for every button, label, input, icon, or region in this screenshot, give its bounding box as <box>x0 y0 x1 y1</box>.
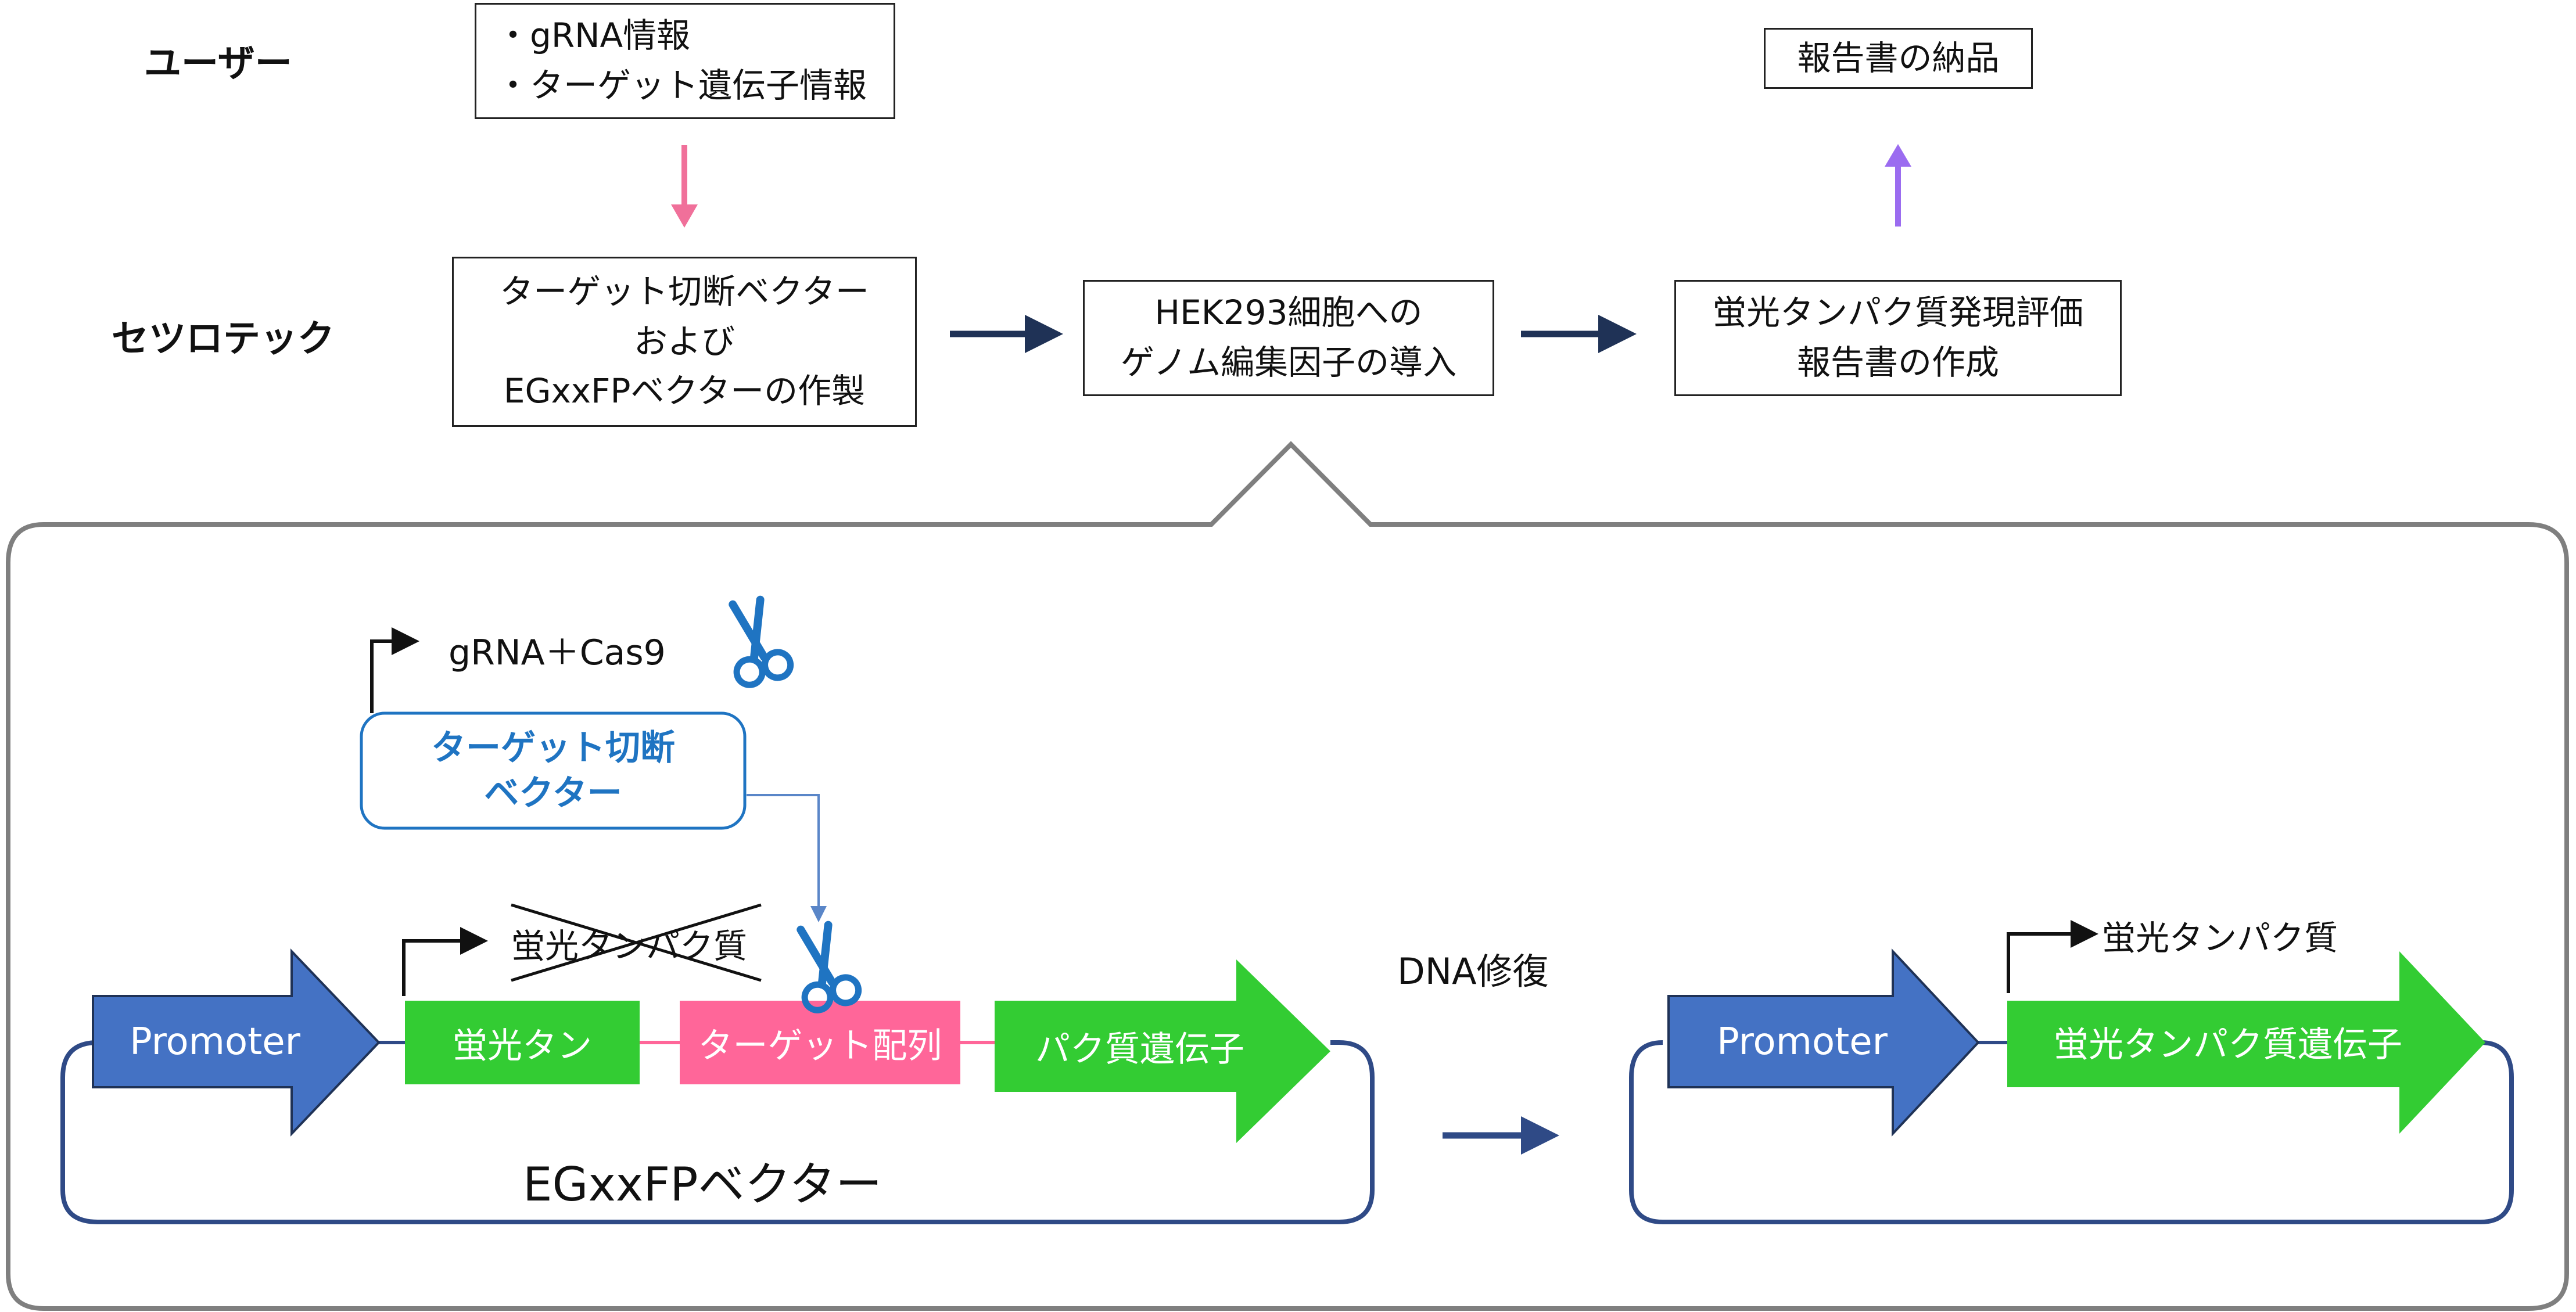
strike-line-2 <box>511 903 762 982</box>
row-label-company: セツロテック <box>112 318 335 361</box>
step3-line-1: 蛍光タンパク質発現評価 <box>1712 293 2083 333</box>
user-input-line-1: ・gRNA情報 <box>496 16 691 56</box>
egxxfp-label: EGxxFPベクター <box>523 1158 882 1212</box>
grna-cas9-label: gRNA＋Cas9 <box>449 632 666 673</box>
detail-panel <box>6 441 2569 1311</box>
crossed-out-label: 蛍光タンパク質 <box>511 926 748 966</box>
row-label-user: ユーザー <box>144 42 292 85</box>
step2-line-1: HEK293細胞への <box>1154 293 1423 333</box>
target-vector-label: ターゲット切断 ベクター <box>361 713 745 828</box>
crossed-promoter-arrow <box>402 927 488 996</box>
green-segment-right-shape <box>995 959 1330 1143</box>
scissors-icon <box>729 595 794 688</box>
pink-segment-label: ターゲット配列 <box>698 1025 942 1066</box>
step2-line-2: ゲノム編集因子の導入 <box>1120 343 1457 382</box>
delivery-box: 報告書の納品 <box>1764 28 2033 89</box>
expression-promoter-arrow <box>2007 920 2098 993</box>
pink-down-arrow-head <box>671 204 698 228</box>
pink-segment-shape <box>680 1001 960 1084</box>
step1-line-2: および <box>633 321 735 361</box>
delivery-label: 報告書の納品 <box>1797 38 2000 78</box>
promoter-right-arrow <box>1667 948 1980 1137</box>
promoter-right-label: Promoter <box>1717 1020 1888 1063</box>
green-segment-left-shape <box>405 1001 640 1084</box>
step2-box: HEK293細胞への ゲノム編集因子の導入 <box>1083 280 1494 396</box>
user-input-box: ・gRNA情報 ・ターゲット遺伝子情報 <box>475 3 895 119</box>
green-full-label: 蛍光タンパク質遺伝子 <box>2054 1025 2402 1065</box>
step1-box: ターゲット切断ベクター および EGxxFPベクターの作製 <box>452 257 917 427</box>
right-plasmid-backbone <box>1629 1040 2514 1224</box>
step1-line-3: EGxxFPベクターの作製 <box>503 371 866 411</box>
green-segment-left-label: 蛍光タン <box>453 1025 592 1066</box>
target-vector-box <box>360 711 747 830</box>
grna-promoter-arrow <box>370 627 419 713</box>
step1-line-1: ターゲット切断ベクター <box>500 271 869 311</box>
expressed-label: 蛍光タンパク質 <box>2102 918 2338 958</box>
cut-connector <box>747 794 827 922</box>
purple-up-arrow-head <box>1885 144 1911 167</box>
dna-repair-label: DNA修復 <box>1397 950 1549 993</box>
green-full-shape <box>2007 951 2485 1134</box>
step3-box: 蛍光タンパク質発現評価 報告書の作成 <box>1674 280 2122 396</box>
target-vector-line-2: ベクター <box>484 773 622 814</box>
step3-line-2: 報告書の作成 <box>1796 343 1999 382</box>
target-vector-line-1: ターゲット切断 <box>431 728 675 768</box>
left-plasmid-backbone <box>60 1040 1375 1224</box>
user-input-line-2: ・ターゲット遺伝子情報 <box>496 66 867 105</box>
promoter-left-arrow <box>92 948 381 1137</box>
promoter-left-label: Promoter <box>130 1020 300 1063</box>
scissors-cut-icon <box>797 921 862 1013</box>
green-segment-right-label: パク質遺伝子 <box>1035 1029 1244 1070</box>
